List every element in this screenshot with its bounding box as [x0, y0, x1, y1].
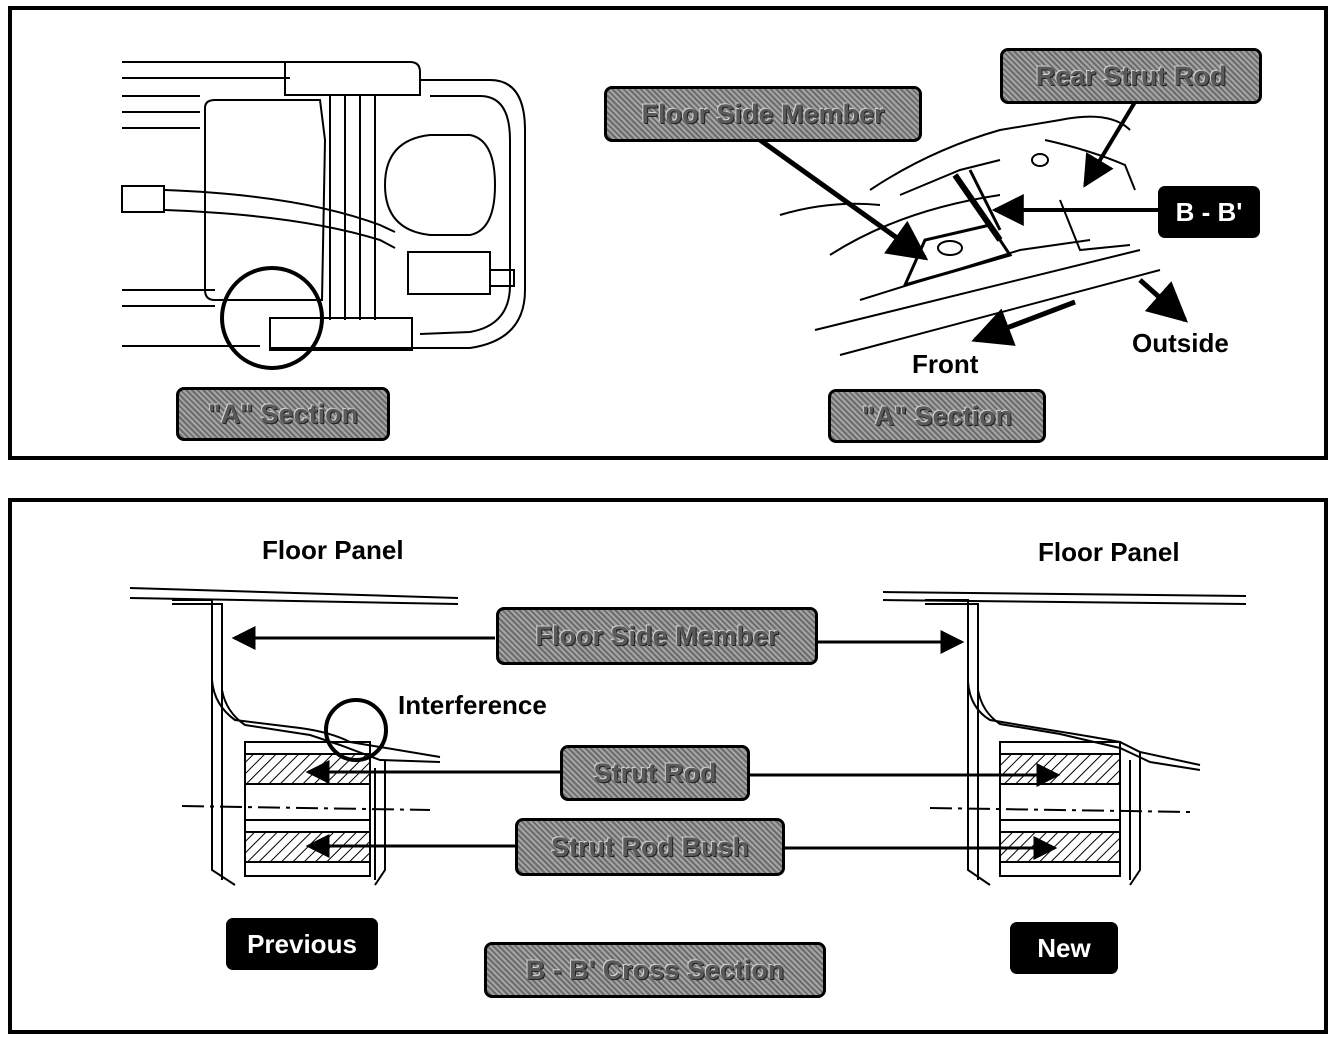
floor-side-member-label: Floor Side Member — [604, 86, 922, 142]
new-label: New — [1010, 922, 1118, 974]
rear-strut-rod-label: Rear Strut Rod — [1000, 48, 1262, 104]
front-label: Front — [912, 349, 979, 379]
interference-label: Interference — [398, 690, 547, 720]
floor-panel-right-label: Floor Panel — [1038, 537, 1180, 567]
right-section-a-label: "A" Section — [828, 389, 1046, 443]
floor-side-member-bottom-label: Floor Side Member — [496, 607, 818, 665]
bottom-panel — [8, 498, 1328, 1034]
new-cross-section — [882, 591, 1247, 886]
underbody-drawing — [121, 61, 526, 351]
strut-rod-bush-label: Strut Rod Bush — [515, 818, 785, 876]
previous-label: Previous — [226, 918, 378, 970]
floor-panel-left-label: Floor Panel — [262, 535, 404, 565]
bottom-leader-lines — [231, 626, 1061, 860]
cross-section-label: B - B' Cross Section — [484, 942, 826, 998]
section-a-circle — [220, 266, 324, 370]
interference-circle — [324, 698, 388, 762]
left-section-a-label: "A" Section — [176, 387, 390, 441]
outside-label: Outside — [1132, 328, 1229, 358]
strut-rod-label: Strut Rod — [560, 745, 750, 801]
top-leader-lines — [758, 100, 1188, 346]
b-b-label: B - B' — [1158, 186, 1260, 238]
